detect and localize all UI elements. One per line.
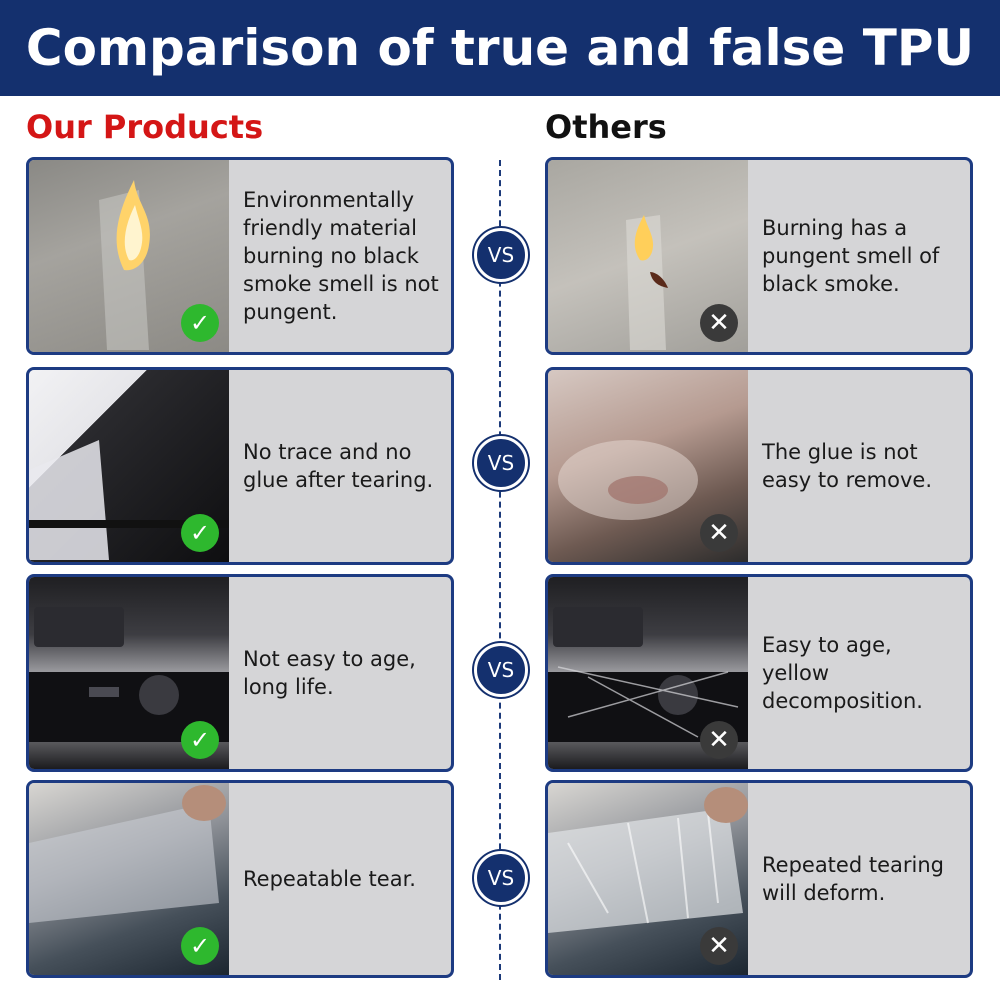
check-icon: ✓ xyxy=(181,304,219,342)
other-card-repeat: ✕ Repeated tearing will deform. xyxy=(545,780,973,978)
our-card-repeat: ✓ Repeatable tear. xyxy=(26,780,454,978)
others-heading: Others xyxy=(545,108,667,146)
vs-badge: VS xyxy=(474,436,528,490)
vs-badge: VS xyxy=(474,643,528,697)
film-illustration xyxy=(548,787,748,933)
film-illustration xyxy=(29,785,226,923)
peel-illustration xyxy=(29,440,229,560)
our-card-aging: ✓ Not easy to age, long life. xyxy=(26,574,454,772)
our-card-burning: ✓ Environmentally friendly material burn… xyxy=(26,157,454,355)
film-tear-photo: ✓ xyxy=(29,783,229,975)
glue-residue-photo: ✕ xyxy=(548,370,748,562)
other-card-burning: ✕ Burning has a pungent smell of black s… xyxy=(545,157,973,355)
flame-illustration xyxy=(99,180,150,350)
cross-icon: ✕ xyxy=(700,927,738,965)
cross-icon: ✕ xyxy=(700,514,738,552)
page-title: Comparison of true and false TPU xyxy=(25,19,975,77)
our-card-text: Not easy to age, long life. xyxy=(243,647,416,699)
our-card-text: Repeatable tear. xyxy=(243,867,416,891)
console-illustration xyxy=(548,607,748,742)
other-card-aging: ✕ Easy to age, yellow decomposition. xyxy=(545,574,973,772)
our-card-text: Environmentally friendly material burnin… xyxy=(243,188,439,324)
center-divider xyxy=(499,160,501,980)
cross-icon: ✕ xyxy=(700,721,738,759)
check-icon: ✓ xyxy=(181,721,219,759)
other-card-text: Burning has a pungent smell of black smo… xyxy=(762,216,940,296)
title-banner: Comparison of true and false TPU xyxy=(0,0,1000,96)
cross-icon: ✕ xyxy=(700,304,738,342)
other-card-text: Repeated tearing will deform. xyxy=(762,853,944,905)
our-products-heading: Our Products xyxy=(26,108,264,146)
our-card-text: No trace and no glue after tearing. xyxy=(243,440,434,492)
check-icon: ✓ xyxy=(181,514,219,552)
vs-badge: VS xyxy=(474,228,528,282)
glue-illustration xyxy=(558,440,698,520)
other-card-text: The glue is not easy to remove. xyxy=(762,440,933,492)
burning-film-photo: ✓ xyxy=(29,160,229,352)
vs-badge: VS xyxy=(474,851,528,905)
flame-illustration xyxy=(626,215,668,350)
car-console-photo: ✓ xyxy=(29,577,229,769)
burning-film-photo: ✕ xyxy=(548,160,748,352)
other-card-tearing: ✕ The glue is not easy to remove. xyxy=(545,367,973,565)
our-card-tearing: ✓ No trace and no glue after tearing. xyxy=(26,367,454,565)
other-card-text: Easy to age, yellow decomposition. xyxy=(762,633,923,713)
car-console-photo: ✕ xyxy=(548,577,748,769)
film-tear-photo: ✕ xyxy=(548,783,748,975)
screen-peel-photo: ✓ xyxy=(29,370,229,562)
check-icon: ✓ xyxy=(181,927,219,965)
